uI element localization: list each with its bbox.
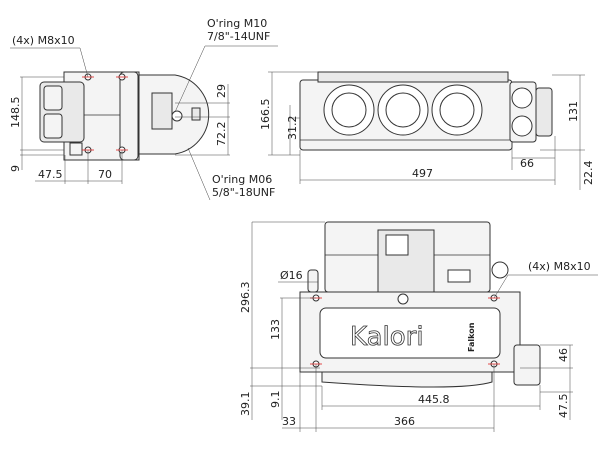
- front-dim-right-width: 66: [520, 157, 534, 170]
- bottom-drain-box: [513, 344, 541, 386]
- side-callout-oring-bottom-1: O'ring M06: [212, 173, 272, 186]
- side-connector-bottom: [43, 113, 63, 139]
- side-callout-oring-bottom-2: 5/8"-18UNF: [212, 186, 275, 199]
- front-dim-width: 497: [412, 167, 433, 180]
- bottom-dim-bolt-horizontal: 366: [394, 415, 415, 428]
- front-fan-outlets: [323, 84, 483, 136]
- bottom-dim-total-height: 296.3: [239, 282, 252, 314]
- side-port: [171, 110, 183, 122]
- bottom-view: Kalori Falkon (4x) M8x10 Ø16 296.3 133 3…: [239, 221, 598, 432]
- side-callout-bolts: (4x) M8x10: [12, 34, 75, 47]
- side-dim-port-spacing: 29: [215, 84, 228, 98]
- front-dim-bottom: 22.4: [582, 161, 595, 186]
- bottom-dim-box-offset: 47.5: [557, 394, 570, 419]
- side-view: (4x) M8x10 O'ring M10 7/8"-14UNF O'ring …: [9, 17, 278, 201]
- side-dim-left: 47.5: [38, 168, 63, 181]
- bottom-dim-lower-1: 39.1: [239, 392, 252, 417]
- bottom-valve: [491, 261, 509, 279]
- side-connector-top: [43, 85, 63, 111]
- front-fitting: [535, 87, 553, 137]
- side-callout-oring-top-2: 7/8"-14UNF: [207, 30, 270, 43]
- front-knob-bottom: [511, 115, 533, 137]
- side-drain: [69, 142, 83, 156]
- brand-logo: Kalori: [350, 322, 424, 352]
- front-dim-height: 166.5: [259, 99, 272, 131]
- bottom-logo-panel: [319, 307, 501, 359]
- bottom-callout-bolts: (4x) M8x10: [528, 260, 591, 273]
- bottom-dim-box-height: 46: [557, 348, 570, 362]
- side-dim-bottom-offset: 9: [9, 165, 22, 172]
- side-dim-height: 148.5: [9, 97, 22, 129]
- front-view: 166.5 31.2 131 66 497 22.4: [259, 71, 595, 190]
- side-motor: [151, 92, 173, 130]
- bottom-dim-length: 445.8: [418, 393, 450, 406]
- side-dim-port-height: 72.2: [215, 122, 228, 147]
- bottom-fan-rim: [321, 371, 493, 388]
- bottom-center-hole: [397, 293, 409, 305]
- side-rib: [119, 71, 139, 161]
- front-top-rail: [317, 71, 509, 83]
- front-knob-top: [511, 87, 533, 109]
- side-callout-oring-top-1: O'ring M10: [207, 17, 267, 30]
- bottom-dim-left-offset: 33: [282, 415, 296, 428]
- bottom-dim-lower-2: 9.1: [269, 391, 282, 409]
- front-dim-inner: 31.2: [286, 116, 299, 141]
- side-port-fitting: [191, 107, 201, 121]
- side-dim-bolt-spacing: 70: [98, 168, 112, 181]
- model-name: Falkon: [467, 322, 476, 352]
- bottom-dim-diameter: Ø16: [280, 269, 303, 282]
- bottom-connector: [385, 234, 409, 256]
- bottom-label-plate: [447, 269, 471, 283]
- front-dim-right-height: 131: [567, 101, 580, 122]
- bottom-dim-bolt-vertical: 133: [269, 319, 282, 340]
- bottom-inlet-pipe: [307, 269, 319, 293]
